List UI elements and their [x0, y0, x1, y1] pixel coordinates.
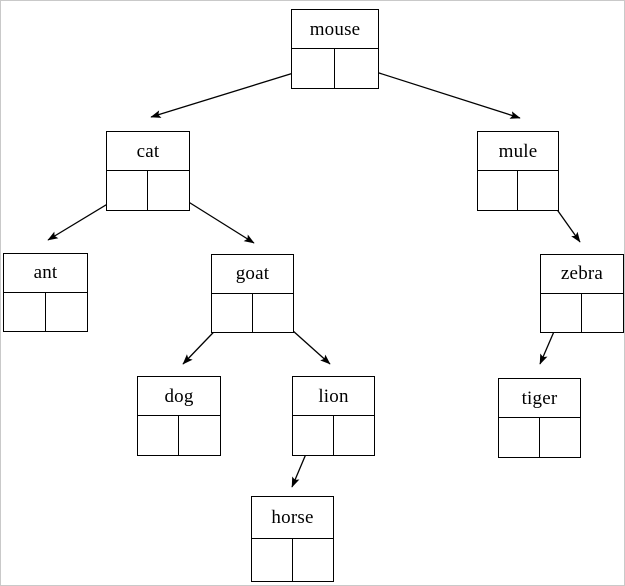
tree-node-zebra[interactable]: zebra [540, 254, 624, 333]
tree-node-pointer-row [292, 49, 378, 88]
tree-node-label: mule [478, 132, 558, 171]
tree-node-goat[interactable]: goat [211, 254, 294, 333]
tree-node-dog[interactable]: dog [137, 376, 221, 456]
right-pointer-cell[interactable] [253, 294, 294, 333]
tree-node-label: tiger [499, 379, 580, 418]
left-pointer-cell[interactable] [4, 292, 46, 331]
tree-node-label: horse [252, 497, 333, 539]
left-pointer-cell[interactable] [293, 416, 334, 455]
tree-node-ant[interactable]: ant [3, 253, 88, 332]
tree-node-pointer-row [541, 293, 623, 333]
tree-node-pointer-row [252, 539, 333, 581]
right-pointer-cell[interactable] [582, 294, 623, 333]
right-pointer-cell[interactable] [540, 418, 581, 457]
tree-node-label: ant [4, 254, 87, 293]
tree-node-mouse[interactable]: mouse [291, 9, 379, 89]
tree-edge-mouse-to-cat [150, 66, 314, 118]
right-pointer-cell[interactable] [518, 171, 558, 210]
tree-node-cat[interactable]: cat [106, 131, 190, 211]
right-pointer-cell[interactable] [148, 171, 189, 210]
tree-node-pointer-row [499, 418, 580, 457]
tree-node-label: cat [107, 132, 189, 171]
left-pointer-cell[interactable] [499, 418, 540, 457]
tree-node-pointer-row [107, 171, 189, 210]
tree-node-pointer-row [4, 292, 88, 332]
right-pointer-cell[interactable] [293, 539, 334, 581]
tree-node-label: zebra [541, 255, 623, 294]
tree-node-label: mouse [292, 10, 378, 49]
tree-node-horse[interactable]: horse [251, 496, 334, 582]
left-pointer-cell[interactable] [138, 416, 179, 455]
left-pointer-cell[interactable] [107, 171, 148, 210]
right-pointer-cell[interactable] [46, 293, 88, 332]
tree-node-pointer-row [138, 416, 220, 455]
left-pointer-cell[interactable] [252, 539, 293, 581]
tree-node-label: dog [138, 377, 220, 416]
tree-node-label: lion [293, 377, 374, 416]
left-pointer-cell[interactable] [212, 293, 253, 332]
tree-node-lion[interactable]: lion [292, 376, 375, 456]
tree-node-pointer-row [212, 293, 294, 333]
tree-node-pointer-row [478, 171, 558, 210]
left-pointer-cell[interactable] [478, 171, 518, 210]
tree-node-label: goat [212, 255, 293, 294]
right-pointer-cell[interactable] [334, 416, 375, 455]
tree-node-tiger[interactable]: tiger [498, 378, 581, 458]
left-pointer-cell[interactable] [541, 293, 582, 332]
tree-node-pointer-row [293, 416, 374, 455]
left-pointer-cell[interactable] [292, 49, 335, 88]
tree-node-mule[interactable]: mule [477, 131, 559, 211]
right-pointer-cell[interactable] [335, 49, 378, 88]
right-pointer-cell[interactable] [179, 416, 220, 455]
